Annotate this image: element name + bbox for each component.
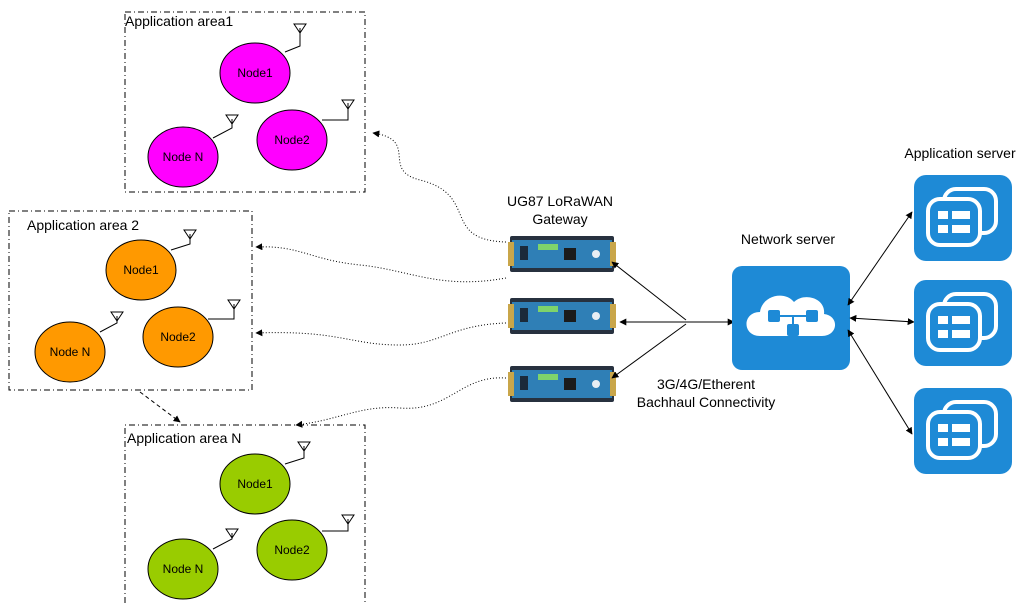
link-ns-appserver-2 bbox=[849, 314, 915, 326]
application-server-label: Application server bbox=[904, 145, 1016, 161]
antenna-icon bbox=[183, 229, 197, 240]
antenna-icon bbox=[297, 441, 311, 452]
area3-node-n: Node N bbox=[147, 528, 239, 600]
network-server-label: Network server bbox=[741, 231, 835, 247]
area2-node-n: Node N bbox=[34, 311, 124, 383]
router-device-icon bbox=[508, 366, 616, 402]
router-device-icon bbox=[508, 236, 616, 272]
backhaul-label-line2: Bachhaul Connectivity bbox=[637, 394, 776, 410]
svg-text:Node1: Node1 bbox=[237, 66, 273, 80]
svg-text:Node N: Node N bbox=[163, 150, 204, 164]
svg-text:Node2: Node2 bbox=[160, 330, 196, 344]
link-gateway2-area2 bbox=[255, 322, 507, 346]
area1-node1: Node1 bbox=[219, 23, 307, 104]
area1-box bbox=[124, 11, 366, 193]
svg-text:Node1: Node1 bbox=[123, 263, 159, 277]
app-server-icon bbox=[914, 280, 1012, 366]
backhaul-label-line1: 3G/4G/Etherent bbox=[657, 376, 755, 392]
svg-text:Node N: Node N bbox=[50, 345, 91, 359]
application-server-3 bbox=[914, 388, 1012, 474]
app-server-icon bbox=[914, 388, 1012, 474]
link-gateway3-areaN bbox=[295, 377, 507, 428]
antenna-icon bbox=[227, 299, 241, 310]
area1-title: Application area1 bbox=[125, 13, 233, 29]
area2-node2: Node2 bbox=[142, 299, 241, 368]
gateway-device-3 bbox=[508, 366, 616, 402]
area3-title: Application area N bbox=[127, 430, 241, 446]
application-server-1 bbox=[914, 175, 1012, 261]
router-device-icon bbox=[508, 298, 616, 334]
area3-node1: Node1 bbox=[219, 441, 311, 515]
application-server-2 bbox=[914, 280, 1012, 366]
gateway-label-line2: Gateway bbox=[532, 211, 587, 227]
network-server bbox=[732, 266, 850, 370]
svg-text:Node1: Node1 bbox=[237, 477, 273, 491]
area2-box bbox=[8, 210, 253, 391]
link-ns-appserver-3 bbox=[847, 329, 913, 435]
area2-to-areaN-arrow bbox=[139, 391, 181, 423]
antenna-icon bbox=[341, 99, 355, 110]
area2-node1: Node1 bbox=[105, 229, 197, 301]
svg-text:Node2: Node2 bbox=[274, 543, 310, 557]
area1-node2: Node2 bbox=[256, 99, 355, 171]
area3-box bbox=[124, 424, 366, 603]
link-gateway1-area2 bbox=[255, 243, 507, 283]
link-gateway1-area1 bbox=[372, 130, 507, 243]
link-gateway1-hub bbox=[611, 261, 687, 321]
antenna-icon bbox=[341, 514, 355, 525]
gateway-device-1 bbox=[508, 236, 616, 272]
area1-node-n: Node N bbox=[147, 114, 239, 188]
antenna-icon bbox=[293, 23, 307, 34]
cloud-network-icon bbox=[732, 266, 850, 370]
link-gateway3-hub bbox=[611, 323, 687, 379]
area2-title: Application area 2 bbox=[27, 217, 139, 233]
antenna-icon bbox=[110, 311, 124, 322]
app-server-icon bbox=[914, 175, 1012, 261]
antenna-icon bbox=[225, 528, 239, 539]
svg-text:Node N: Node N bbox=[163, 562, 204, 576]
gateway-device-2 bbox=[508, 298, 616, 334]
antenna-icon bbox=[225, 114, 239, 125]
link-ns-appserver-1 bbox=[847, 211, 913, 306]
svg-text:Node2: Node2 bbox=[274, 133, 310, 147]
gateway-label-line1: UG87 LoRaWAN bbox=[507, 193, 613, 209]
area3-node2: Node2 bbox=[256, 514, 355, 581]
